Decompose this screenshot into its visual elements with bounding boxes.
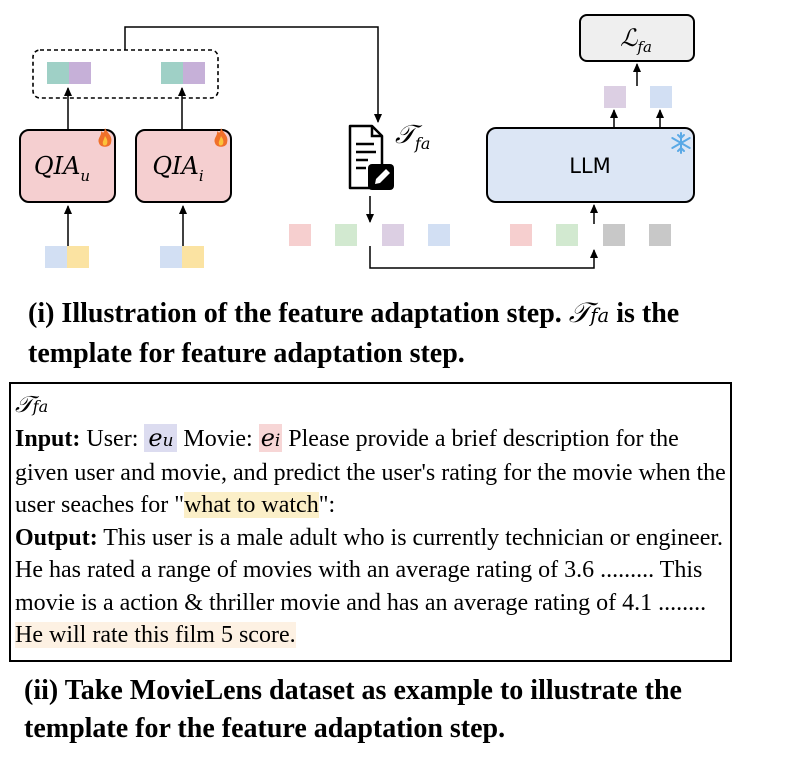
token-pink-2 (510, 224, 532, 246)
caption-feature-adaptation: (i) Illustration of the feature adaptati… (28, 296, 680, 369)
qia-u-input-yellow (67, 246, 89, 268)
qia-i-label: QIAi (152, 152, 204, 185)
qia-i-input-blue (160, 246, 182, 268)
llm-output-lavender (604, 86, 626, 108)
template-output: Output: This user is a male adult who is… (15, 524, 724, 648)
caption-movielens-example: (ii) Take MovieLens dataset as example t… (24, 675, 682, 744)
token-gray-2 (649, 224, 671, 246)
item-embedding-purple (183, 62, 205, 84)
token-lavender (382, 224, 404, 246)
user-token: eu (144, 424, 178, 452)
qia-i-input-yellow (182, 246, 204, 268)
user-embedding-purple (69, 62, 91, 84)
document-edit-icon (348, 124, 394, 190)
token-green-2 (556, 224, 578, 246)
snowflake-icon (671, 132, 691, 154)
token-gray (603, 224, 625, 246)
template-input: Input: User: eu Movie: ei Please provide… (15, 424, 726, 518)
template-symbol: 𝒯fa (395, 120, 430, 153)
qia-u-label: QIAu (34, 152, 90, 185)
fire-icon (98, 128, 112, 147)
qia-u-input-blue (45, 246, 67, 268)
token-green (335, 224, 357, 246)
user-embedding-teal (47, 62, 69, 84)
qia-i-block (135, 129, 232, 203)
token-light-blue (428, 224, 450, 246)
llm-output-blue (650, 86, 672, 108)
movie-token: ei (258, 424, 283, 452)
item-embedding-teal (161, 62, 183, 84)
connector-arrow (124, 26, 382, 123)
loss-label: ℒfa (620, 24, 652, 56)
llm-block (486, 127, 695, 203)
fire-icon (214, 128, 228, 147)
rating-highlight: He will rate this film 5 score. (15, 622, 296, 648)
feature-adaptation-diagram: QIAu QIAi 𝒯fa LLM (19, 14, 695, 269)
llm-label: LLM (569, 154, 611, 178)
tokens-to-llm-arrow (369, 246, 598, 269)
template-example-box: 𝒯fa Input: User: eu Movie: ei Please pro… (9, 382, 732, 662)
template-name: 𝒯fa (15, 392, 49, 418)
query-highlight: what to watch (184, 492, 319, 518)
loss-block (579, 14, 695, 62)
token-pink (289, 224, 311, 246)
